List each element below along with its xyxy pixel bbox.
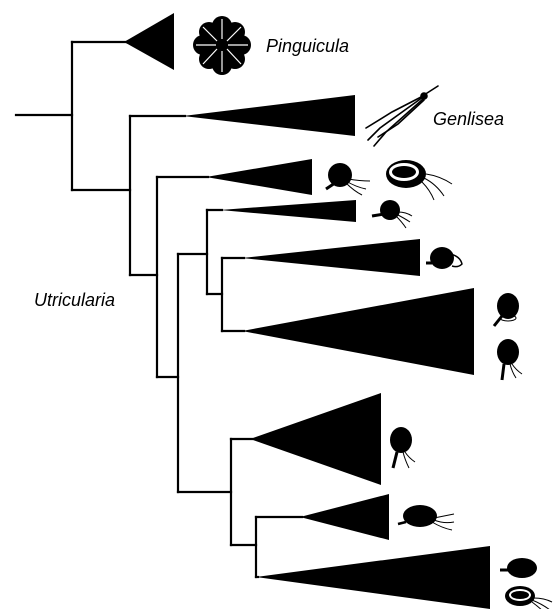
genlisea-triangle (183, 95, 355, 136)
clade-7-triangle (256, 546, 490, 609)
bladder-trap-icon (398, 505, 454, 530)
forked-trap-icon (366, 86, 438, 146)
genlisea-label: Genlisea (433, 109, 504, 129)
bladder-trap-icon (505, 586, 552, 609)
clade-5-triangle (250, 393, 381, 485)
clade-3-triangle (242, 239, 420, 276)
clade-6-triangle (300, 494, 389, 540)
bladder-trap-icon (426, 247, 462, 269)
clade-4-triangle (242, 288, 474, 375)
bladder-trap-icon (494, 293, 519, 326)
clade-1-triangle (206, 159, 312, 195)
pinguicula-label: Pinguicula (266, 36, 349, 56)
bladder-trap-icon (326, 163, 370, 195)
utricularia-label: Utricularia (34, 290, 115, 310)
pinguicula-triangle (124, 13, 174, 70)
rosette-flower-icon (193, 16, 251, 75)
bladder-trap-icon (497, 339, 522, 380)
bladder-trap-icon (372, 200, 412, 228)
bladder-trap-icon (390, 427, 415, 468)
bladder-trap-icon (500, 558, 537, 578)
clade-2-triangle (220, 200, 356, 222)
bladder-trap-icon (386, 160, 452, 200)
